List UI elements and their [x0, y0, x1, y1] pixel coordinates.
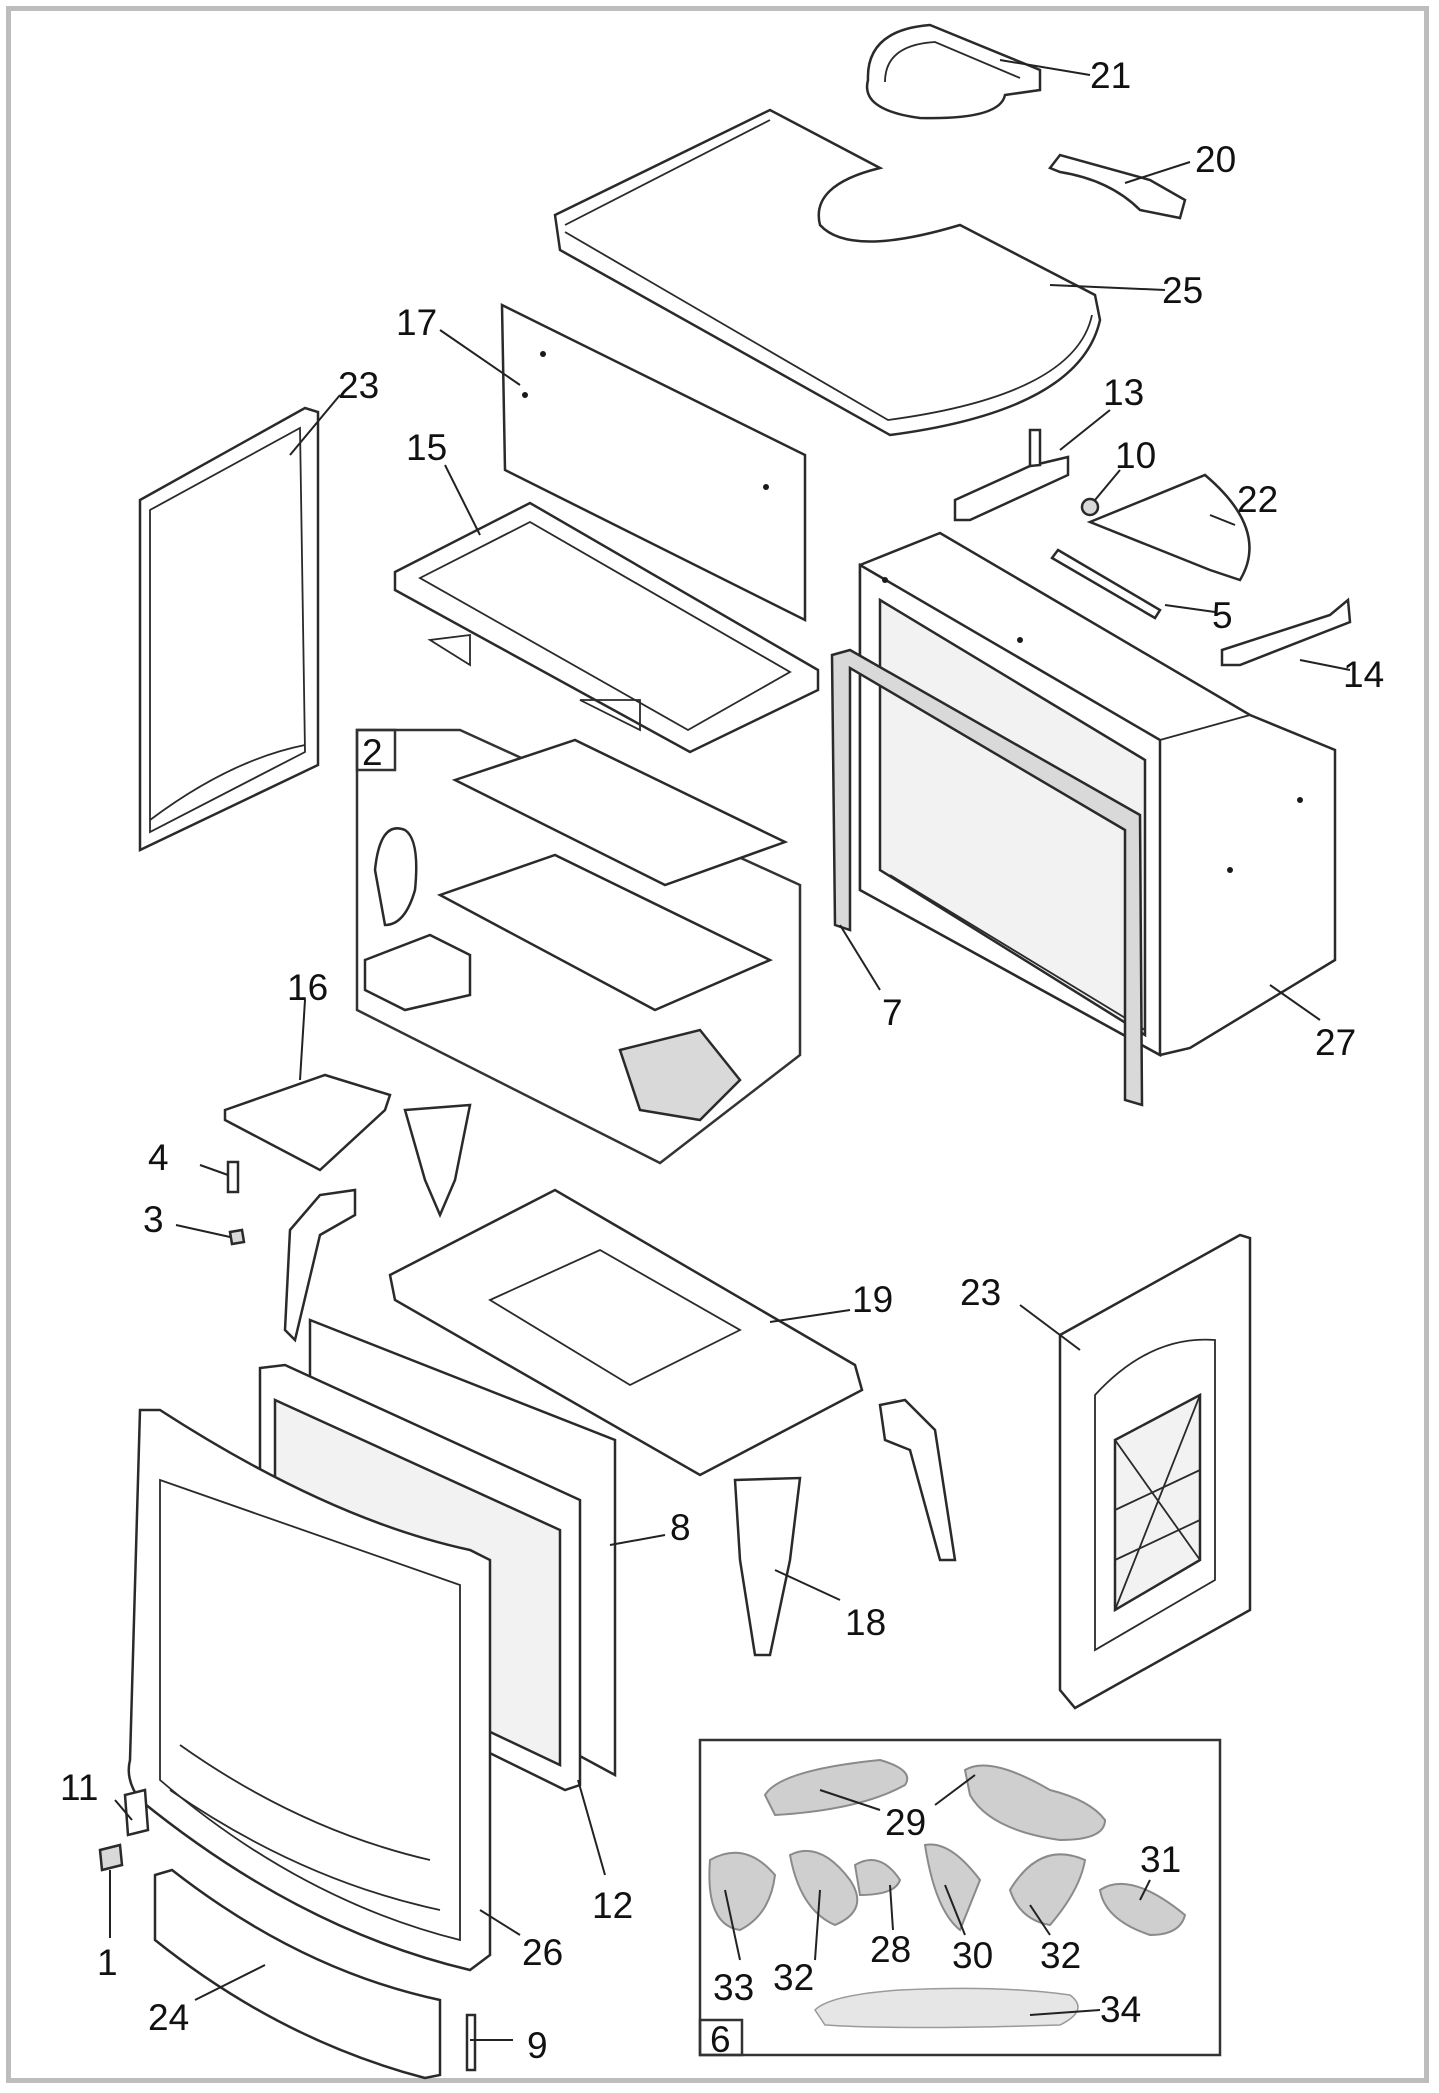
part-16-heat-shield: [223, 1073, 392, 1172]
callout-33: 33: [713, 1967, 754, 2008]
part-18-leg-front: [733, 1476, 802, 1657]
callout-10: 10: [1115, 435, 1156, 476]
callout-34: 34: [1100, 1989, 1141, 2030]
callout-4: 4: [148, 1137, 169, 1178]
part-23-right-side-panel: [1058, 1233, 1252, 1710]
callout-26: 26: [522, 1932, 563, 1973]
callout-3: 3: [143, 1199, 164, 1240]
part-9-bolt: [465, 2013, 477, 2072]
callout-21: 21: [1090, 55, 1131, 96]
callout-9: 9: [527, 2025, 548, 2066]
part-2-burner-assembly: [355, 728, 802, 1165]
part-20-bracket: [1048, 153, 1187, 220]
callout-13: 13: [1103, 372, 1144, 413]
leader-lines: [109, 59, 1351, 2041]
callout-14: 14: [1343, 654, 1384, 695]
callout-17: 17: [396, 302, 437, 343]
part-22-deflector: [1086, 473, 1251, 582]
diagram-frame: [6, 6, 1429, 2083]
callout-19: 19: [852, 1279, 893, 1320]
callout-20: 20: [1195, 139, 1236, 180]
callout-18: 18: [845, 1602, 886, 1643]
part-5-rod: [1050, 548, 1162, 620]
callout-11: 11: [60, 1767, 98, 1808]
part-23-left-side-panel: [138, 406, 320, 852]
part-17-panel: [500, 302, 807, 623]
part-19-base: [388, 1188, 864, 1477]
callout-7: 7: [882, 992, 903, 1033]
callout-27: 27: [1315, 1022, 1356, 1063]
callout-8: 8: [670, 1507, 691, 1548]
part-11-plate: [123, 1788, 150, 1837]
part-10-knob: [1080, 497, 1100, 517]
callout-2: 2: [362, 732, 383, 773]
callout-22: 22: [1237, 479, 1278, 520]
part-6-log-set: [698, 1738, 1222, 2057]
callout-31: 31: [1140, 1839, 1181, 1880]
part-4-fitting: [226, 1160, 240, 1194]
callout-12: 12: [592, 1885, 633, 1926]
callout-32-left: 32: [773, 1957, 814, 1998]
part-24-ash-lip: [153, 1868, 442, 2080]
part-3-clip: [228, 1228, 246, 1246]
callout-24: 24: [148, 1997, 189, 2038]
part-15-grate: [393, 501, 820, 754]
part-18-leg-left: [283, 1188, 357, 1343]
callout-25: 25: [1162, 270, 1203, 311]
part-13-bracket: [953, 428, 1070, 522]
callout-6: 6: [710, 2019, 731, 2060]
callout-29: 29: [885, 1802, 926, 1843]
part-1-latch: [98, 1843, 124, 1872]
callout-labels: 21 20 25 17 23 15 13 10 22 5 14 2 7 27 1…: [60, 55, 1384, 2066]
part-14-bracket: [1220, 597, 1352, 667]
part-21-flue-collar: [865, 23, 1042, 120]
callout-5: 5: [1212, 595, 1233, 636]
callout-15: 15: [406, 427, 447, 468]
callout-16: 16: [287, 967, 328, 1008]
callout-32-right: 32: [1040, 1935, 1081, 1976]
callout-1: 1: [97, 1942, 118, 1983]
callout-28: 28: [870, 1929, 911, 1970]
part-25-top-plate: [553, 108, 1102, 437]
part-18-leg-right: [878, 1398, 957, 1562]
callout-23-left: 23: [338, 365, 379, 406]
callout-23-right: 23: [960, 1272, 1001, 1313]
part-18-leg-rear: [403, 1103, 472, 1219]
callout-30: 30: [952, 1935, 993, 1976]
